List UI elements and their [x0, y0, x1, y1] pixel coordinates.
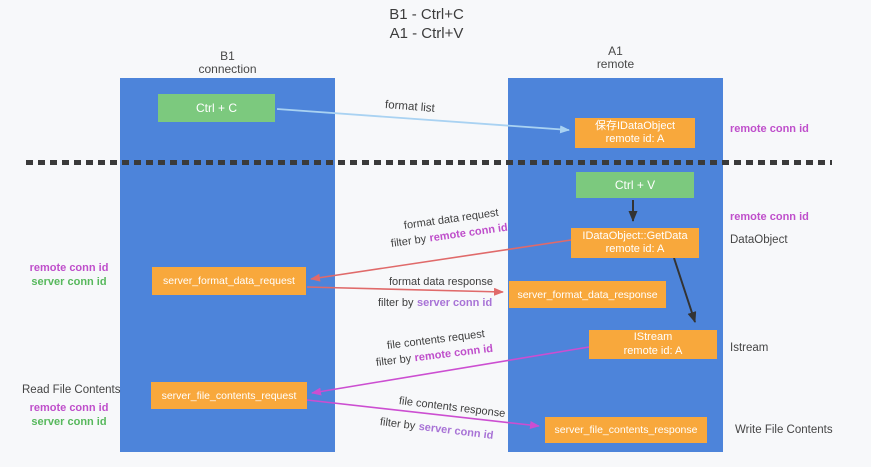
column-header-a1: A1 remote	[508, 45, 723, 71]
node-istream-title: IStream	[633, 331, 673, 343]
node-server-file-contents-request: server_file_contents_request	[151, 382, 307, 409]
left-label-remote-conn-id-2: remote conn id	[29, 402, 109, 414]
node-ctrl-c: Ctrl + C	[158, 94, 275, 122]
left-conn-id-block-2: remote conn id server conn id	[22, 402, 116, 429]
node-istream-subtitle: remote id: A	[623, 344, 683, 357]
label-server-conn-id-text: server conn id	[416, 297, 493, 309]
diagram-title: B1 - Ctrl+C A1 - Ctrl+V	[0, 5, 853, 43]
left-label-server-conn-id-1: server conn id	[31, 275, 107, 288]
right-label-remote-conn-id-1: remote conn id	[730, 123, 809, 135]
node-idataobject-getdata-title: IDataObject::GetData	[582, 229, 688, 242]
node-idataobject-getdata-subtitle: remote id: A	[605, 243, 665, 255]
column-a1-role: remote	[596, 57, 635, 71]
left-label-server-conn-id-2: server conn id	[31, 415, 107, 428]
node-server-file-contents-response: server_file_contents_response	[545, 417, 707, 443]
node-istream: IStream remote id: A	[589, 330, 717, 359]
column-header-b1: B1 connection	[120, 50, 335, 76]
right-label-dataobject: DataObject	[730, 234, 788, 246]
column-b1-name: B1	[220, 49, 235, 63]
right-label-remote-conn-id-2: remote conn id	[730, 211, 809, 223]
node-server-format-data-request-label: server_format_data_request	[163, 275, 295, 287]
node-server-format-data-request: server_format_data_request	[152, 267, 306, 295]
node-save-idataobject-subtitle: remote id: A	[605, 133, 665, 145]
right-label-write-file-contents: Write File Contents	[735, 424, 833, 436]
node-ctrl-v-label: Ctrl + V	[614, 178, 656, 192]
label-server-conn-id-text: server conn id	[417, 420, 495, 442]
node-save-idataobject: 保存IDataObject remote id: A	[575, 118, 695, 148]
node-ctrl-v: Ctrl + V	[576, 172, 694, 198]
left-conn-id-block-1: remote conn id server conn id	[22, 262, 116, 289]
node-save-idataobject-title: 保存IDataObject	[594, 119, 676, 132]
left-label-read-file-contents: Read File Contents	[22, 384, 121, 396]
node-server-file-contents-request-label: server_file_contents_request	[161, 389, 297, 402]
label-filter-by-text: filter by	[378, 297, 414, 309]
title-line-1: B1 - Ctrl+C	[389, 6, 464, 23]
label-format-data-response: format data response	[389, 276, 493, 288]
node-server-format-data-response-label: server_format_data_response	[517, 288, 658, 301]
label-file-contents-response: file contents response	[398, 395, 506, 420]
node-idataobject-getdata: IDataObject::GetData remote id: A	[571, 228, 699, 258]
node-server-file-contents-response-label: server_file_contents_response	[554, 424, 698, 436]
label-filter-by-text: filter by	[375, 352, 412, 369]
column-a1-name: A1	[608, 44, 623, 58]
left-label-remote-conn-id-1: remote conn id	[29, 262, 109, 274]
right-label-istream: Istream	[730, 342, 769, 354]
label-filter-by-text: filter by	[390, 233, 427, 250]
title-line-2: A1 - Ctrl+V	[389, 25, 464, 42]
node-ctrl-c-label: Ctrl + C	[195, 101, 237, 115]
label-format-list: format list	[384, 99, 436, 115]
label-filter-by-text: filter by	[379, 416, 416, 433]
column-b1-role: connection	[198, 62, 257, 76]
session-divider-dashed-line	[26, 160, 832, 165]
node-server-format-data-response: server_format_data_response	[509, 281, 666, 308]
